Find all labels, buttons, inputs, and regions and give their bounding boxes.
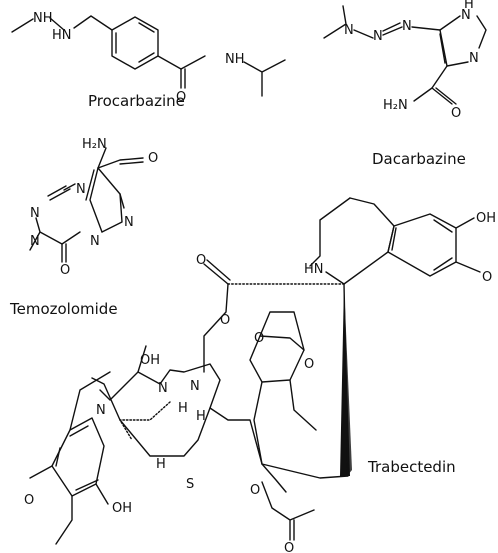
atom-n: N xyxy=(30,234,40,249)
atom-h: H xyxy=(464,0,474,12)
atom-nh: NH xyxy=(225,52,245,67)
atom-n: N xyxy=(158,381,168,396)
atom-nh: NH xyxy=(33,11,53,26)
atom-n: N xyxy=(344,23,354,38)
atom-s: S xyxy=(186,477,194,492)
atom-n: N xyxy=(373,29,383,44)
atom-o: O xyxy=(451,106,461,121)
label-temozolomide: Temozolomide xyxy=(9,300,118,318)
atom-o: O xyxy=(60,263,70,278)
atom-h2n: H₂N xyxy=(383,98,408,113)
label-trabectedin: Trabectedin xyxy=(367,458,456,476)
atom-o: O xyxy=(220,313,230,328)
atom-o: O xyxy=(482,270,492,285)
label-procarbazine: Procarbazine xyxy=(88,92,185,110)
atom-n: N xyxy=(30,206,40,221)
atom-n: N xyxy=(402,19,412,34)
atom-o: O xyxy=(24,493,34,508)
atom-n: N xyxy=(76,182,86,197)
procarbazine-structure: NH HN NH O Procarbazine xyxy=(11,11,286,110)
atom-o: O xyxy=(250,483,260,498)
label-dacarbazine: Dacarbazine xyxy=(372,150,466,168)
atom-n: N xyxy=(96,403,106,418)
atom-oh: OH xyxy=(140,353,160,368)
atom-n: N xyxy=(469,51,479,66)
atom-n: N xyxy=(461,8,471,23)
atom-h: H xyxy=(156,457,166,472)
trabectedin-structure: HN OH O O O O O OH N N N H H H S O OH O … xyxy=(24,197,496,553)
atom-o: O xyxy=(284,541,294,553)
atom-n: N xyxy=(190,379,200,394)
atom-n: N xyxy=(124,215,134,230)
atom-oh: OH xyxy=(112,501,132,516)
atom-h: H xyxy=(178,401,188,416)
atom-n: N xyxy=(90,234,100,249)
atom-o: O xyxy=(196,253,206,268)
dacarbazine-structure: N N N H N N H₂N O Dacarbazine xyxy=(323,0,487,168)
atom-h: H xyxy=(196,409,206,424)
temozolomide-structure: H₂N O N N N N N O Temozolomide xyxy=(9,137,158,318)
atom-o: O xyxy=(176,90,186,105)
atom-o: O xyxy=(148,151,158,166)
atom-hn: HN xyxy=(304,262,324,277)
atom-o: O xyxy=(254,331,264,346)
atom-h2n: H₂N xyxy=(82,137,107,152)
atom-hn: HN xyxy=(52,28,72,43)
atom-o: O xyxy=(304,357,314,372)
atom-oh: OH xyxy=(476,211,496,226)
